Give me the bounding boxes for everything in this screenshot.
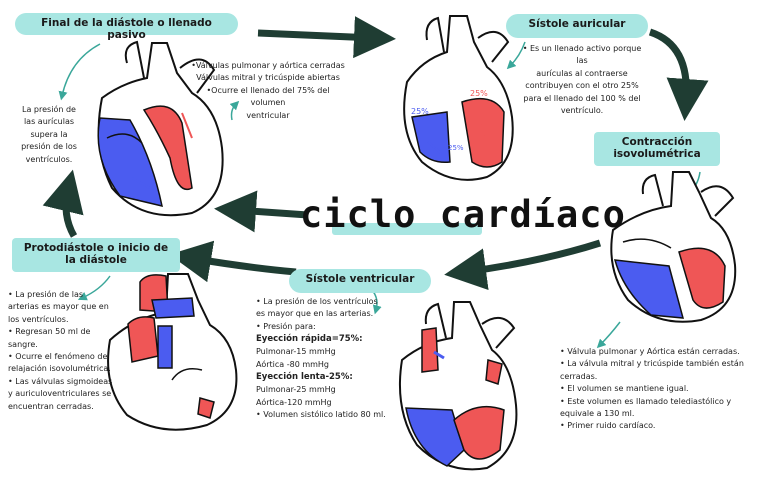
heart-sistole-ventricular [398,301,518,471]
pct-label: 25% [411,107,429,116]
note-protodiastole: La presión de las arterias es mayor que … [8,289,116,413]
note-contraccion: Válvula pulmonar y Aórtica están cerrada… [560,346,748,433]
heart-sistole-auricular: 25% 25% 25% [403,15,514,181]
arrow-center-left [214,190,309,233]
arrow-left-up [42,169,84,238]
stage-sistole-ventricular: Sístole ventricular [289,269,431,293]
stage-final-diastole: Final de la diástole o llenado pasivo [15,13,238,41]
pct-label: 25% [448,144,464,152]
title-highlight [332,223,482,235]
stage-contraccion: Contracción isovolumétrica [594,132,720,166]
stage-sistole-auricular: Sístole auricular [506,14,648,38]
note-valvulas-llenado: •Válvulas pulmonar y aórtica cerradas Vá… [191,61,345,120]
note-sistole-ventricular: La presión de los ventrículos es mayor q… [256,296,386,421]
note-sistole-auricular: • Es un llenado activo porque las aurícu… [522,44,642,115]
arrow-top [257,16,396,59]
diagram-title: ciclo cardíaco [300,193,626,236]
heart-llenado-pasivo [97,40,224,217]
heart-contraccion [610,171,737,323]
heart-protodiastole [107,273,238,431]
arrow-middle-left [169,240,297,283]
note-presion-auriculas: La presión de las aurículas supera la pr… [21,105,77,164]
arrow-right-to-middle [444,239,602,291]
stage-protodiastole: Protodiástole o inicio de la diástole [12,238,180,272]
arrow-right-down [648,28,709,121]
pct-label: 25% [470,89,488,98]
